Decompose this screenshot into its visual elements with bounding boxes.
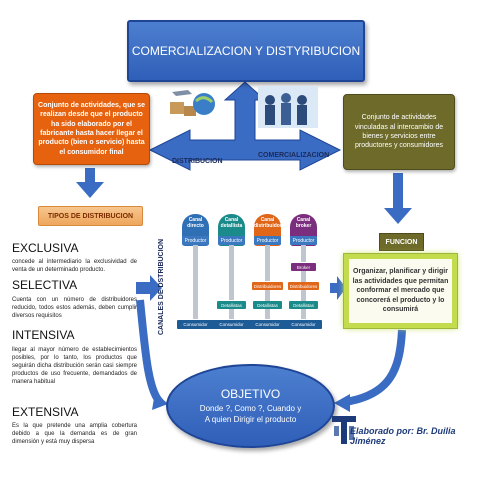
author-credit: Elaborado por: Br. Duilia Jiménez: [350, 426, 456, 446]
distribuidores-4: Distribuidores: [288, 282, 319, 290]
stem-4b: [301, 271, 306, 282]
broker-4: Broker: [291, 263, 316, 271]
type-intensiva-desc: llegar al mayor número de establecimient…: [12, 347, 137, 386]
consumidor-4: Consumidor: [285, 320, 322, 329]
people-image: [258, 86, 318, 128]
right-curve-arrow: [344, 329, 406, 406]
stem-3: [265, 245, 270, 281]
right-down-arrow: [384, 173, 412, 224]
distribucion-definition: Conjunto de actividades, que se realizan…: [33, 93, 150, 165]
main-title: COMERCIALIZACION Y DISTYRIBUCION: [127, 20, 365, 82]
detallistas-4: Detallistas: [289, 301, 318, 309]
type-exclusiva-desc: concede al intermediario la exclusividad…: [12, 259, 137, 274]
tipos-distribucion-label: TIPOS DE DISTRIBUCION: [38, 206, 143, 226]
logistics-image: [166, 86, 222, 126]
type-intensiva-title: INTENSIVA: [12, 328, 75, 342]
comercializacion-definition: Conjunto de actividades vinculadas al in…: [343, 94, 455, 170]
canales-to-funcion-arrow: [330, 276, 346, 300]
type-extensiva-title: EXTENSIVA: [12, 405, 79, 419]
type-exclusiva-title: EXCLUSIVA: [12, 241, 79, 255]
objetivo-line2: A quien Dirigir el producto: [204, 415, 297, 424]
stem-2b: [229, 309, 234, 319]
types-to-canales-arrow: [136, 275, 162, 301]
distribuidores-3: Distribuidores: [252, 282, 283, 290]
funcion-text: Organizar, planificar y dirigir las acti…: [344, 254, 457, 328]
productor-2: Productor: [218, 236, 245, 245]
objetivo-heading: OBJETIVO: [220, 386, 281, 401]
consumidor-1: Consumidor: [177, 320, 214, 329]
objetivo-oval: OBJETIVO Donde ?, Como ?, Cuando y A qui…: [166, 364, 335, 448]
funcion-label: FUNCION: [379, 233, 424, 251]
left-down-arrow: [76, 168, 104, 198]
consumidor-2: Consumidor: [213, 320, 250, 329]
productor-4: Productor: [290, 236, 317, 245]
canales-label: CANALES DE DSTRIBUCION: [158, 238, 165, 335]
consumidor-3: Consumidor: [249, 320, 286, 329]
stem-3b: [265, 290, 270, 301]
objetivo-line1: Donde ?, Como ?, Cuando y: [199, 403, 302, 413]
left-curve-arrow: [136, 299, 164, 405]
detallistas-3: Detallistas: [253, 301, 282, 309]
productor-1: Productor: [182, 236, 209, 245]
stem-4d: [301, 309, 306, 319]
detallistas-2: Detallistas: [217, 301, 246, 309]
type-extensiva-desc: Es la que pretende una amplia cobertura …: [12, 423, 137, 446]
type-selectiva-desc: Cuenta con un número de distribuidores r…: [12, 297, 137, 320]
stem-4c: [301, 290, 306, 301]
comercializacion-label: COMERCIALIZACION: [258, 152, 330, 159]
productor-3: Productor: [254, 236, 281, 245]
stem-4: [301, 245, 306, 262]
type-selectiva-title: SELECTIVA: [12, 278, 78, 292]
stem-1: [193, 245, 198, 319]
distribucion-arrow: [148, 81, 342, 171]
stem-2: [229, 245, 234, 300]
author-logo-icon: [330, 412, 358, 451]
stem-3c: [265, 309, 270, 319]
distribucion-label: DISTRIBUCION: [172, 158, 223, 165]
